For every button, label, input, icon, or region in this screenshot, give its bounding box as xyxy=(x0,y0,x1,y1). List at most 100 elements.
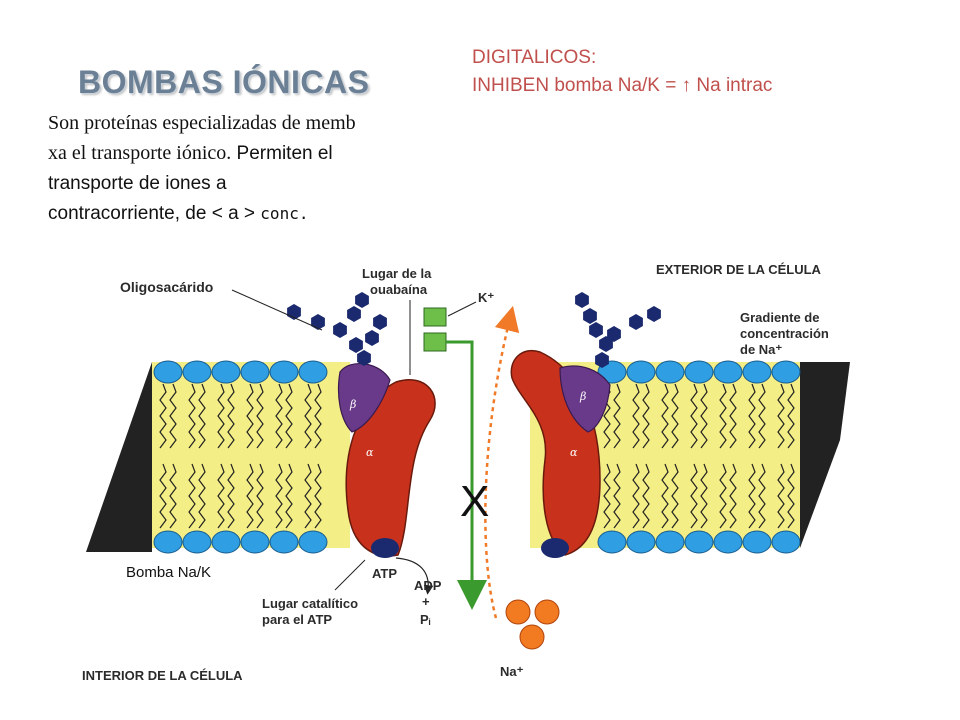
beta-left-label: β xyxy=(349,398,356,411)
lipid-head xyxy=(713,360,743,384)
lipid-tails xyxy=(159,383,795,529)
sugar-unit xyxy=(357,350,371,366)
digitalis-note: DIGITALICOS: INHIBEN bomba Na/K = ↑ Na i… xyxy=(472,44,772,100)
sugar-unit xyxy=(373,314,387,330)
lipid-tail xyxy=(719,463,727,529)
lipid-tail xyxy=(719,383,727,449)
lipid-tail xyxy=(700,463,708,529)
sugar-unit xyxy=(365,330,379,346)
alpha-left-label: α xyxy=(366,446,374,459)
sugar-unit xyxy=(607,326,621,342)
lipid-tail xyxy=(729,383,737,449)
lipid-head xyxy=(713,530,743,554)
na-path-arrow xyxy=(484,305,520,619)
lipid-tail xyxy=(729,463,737,529)
lipid-tail xyxy=(198,463,206,529)
lipid-tail xyxy=(275,463,283,529)
lipid-tail xyxy=(787,383,795,449)
sugar-unit xyxy=(647,306,661,322)
lipid-head xyxy=(742,360,772,384)
lipid-head xyxy=(240,360,270,384)
lipid-tail xyxy=(314,463,322,529)
lipid-tail xyxy=(632,383,640,449)
intro-line-3: transporte de iones a xyxy=(48,173,227,194)
lipid-tail xyxy=(661,383,669,449)
lipid-head xyxy=(153,530,183,554)
intro-paragraph: Son proteínas especializadas de memb xa … xyxy=(48,108,448,229)
lipid-tail xyxy=(227,463,235,529)
catalytic-label-2: para el ATP xyxy=(262,612,332,627)
na-ion-label: Na⁺ xyxy=(500,664,524,679)
k-leader xyxy=(447,301,477,317)
slide-title: BOMBAS IÓNICAS xyxy=(78,64,370,100)
inhibition-x-mark: X xyxy=(460,477,489,526)
lipid-tail xyxy=(748,383,756,449)
lipid-head xyxy=(269,530,299,554)
lipid-head xyxy=(684,360,714,384)
pump-caption: Bomba Na/K xyxy=(126,564,211,581)
lipid-tail xyxy=(700,383,708,449)
alpha-right-label: α xyxy=(570,446,578,459)
lipid-tail xyxy=(632,463,640,529)
sugar-unit xyxy=(583,308,597,324)
catalytic-leader xyxy=(334,559,366,591)
lipid-tail xyxy=(246,463,254,529)
adp-label: ADP xyxy=(414,578,442,593)
lipid-head xyxy=(655,530,685,554)
exterior-label: EXTERIOR DE LA CÉLULA xyxy=(656,262,822,277)
lipid-head xyxy=(240,530,270,554)
lipid-tail xyxy=(285,383,293,449)
membrane-edge-right xyxy=(800,362,850,548)
sugar-unit xyxy=(355,292,369,308)
lipid-tail xyxy=(661,463,669,529)
lipid-head xyxy=(211,530,241,554)
lipid-head xyxy=(771,530,801,554)
intro-line-2b: Permiten el xyxy=(231,143,333,164)
sugar-unit xyxy=(629,314,643,330)
atp-label: ATP xyxy=(372,566,397,581)
lipid-tail xyxy=(314,383,322,449)
lipid-tail xyxy=(690,383,698,449)
oligosaccharide-label: Oligosacárido xyxy=(120,279,213,295)
lipid-tail xyxy=(642,463,650,529)
intro-line-2a: xa el transporte iónico. xyxy=(48,142,232,164)
lipid-head xyxy=(298,530,328,554)
lipid-tail xyxy=(159,383,167,449)
lipid-head xyxy=(742,530,772,554)
lipid-head xyxy=(626,530,656,554)
lipid-head xyxy=(182,360,212,384)
sugar-unit xyxy=(589,322,603,338)
lipid-tail xyxy=(304,463,312,529)
lipid-head xyxy=(655,360,685,384)
note-line-2: INHIBEN bomba Na/K = ↑ Na intrac xyxy=(472,75,773,96)
ouabain-label-1: Lugar de la xyxy=(362,266,432,281)
lipid-tail xyxy=(603,463,611,529)
lipid-head xyxy=(211,360,241,384)
na-ion-3 xyxy=(519,624,545,650)
na-ion-1 xyxy=(505,599,531,625)
gradient-label-1: Gradiente de xyxy=(740,310,819,325)
lipid-tail xyxy=(256,383,264,449)
lipid-tail xyxy=(690,463,698,529)
lipid-tail xyxy=(787,463,795,529)
lipid-head xyxy=(153,360,183,384)
lipid-head xyxy=(626,360,656,384)
pi-label: Pᵢ xyxy=(420,612,431,627)
sugar-unit xyxy=(347,306,361,322)
atp-site-left xyxy=(371,538,399,558)
k-ion-1 xyxy=(423,307,447,327)
lipid-heads xyxy=(153,360,801,554)
lipid-tail xyxy=(169,383,177,449)
lipid-head xyxy=(771,360,801,384)
lipid-tail xyxy=(304,383,312,449)
oligosaccharide-chains xyxy=(287,292,661,368)
gradient-label-2: concentración xyxy=(740,326,829,341)
sugar-unit xyxy=(599,336,613,352)
lipid-tail xyxy=(671,463,679,529)
lipid-tail xyxy=(748,463,756,529)
lipid-tail xyxy=(246,383,254,449)
sugar-unit xyxy=(575,292,589,308)
lipid-tail xyxy=(217,383,225,449)
lipid-tail xyxy=(613,383,621,449)
